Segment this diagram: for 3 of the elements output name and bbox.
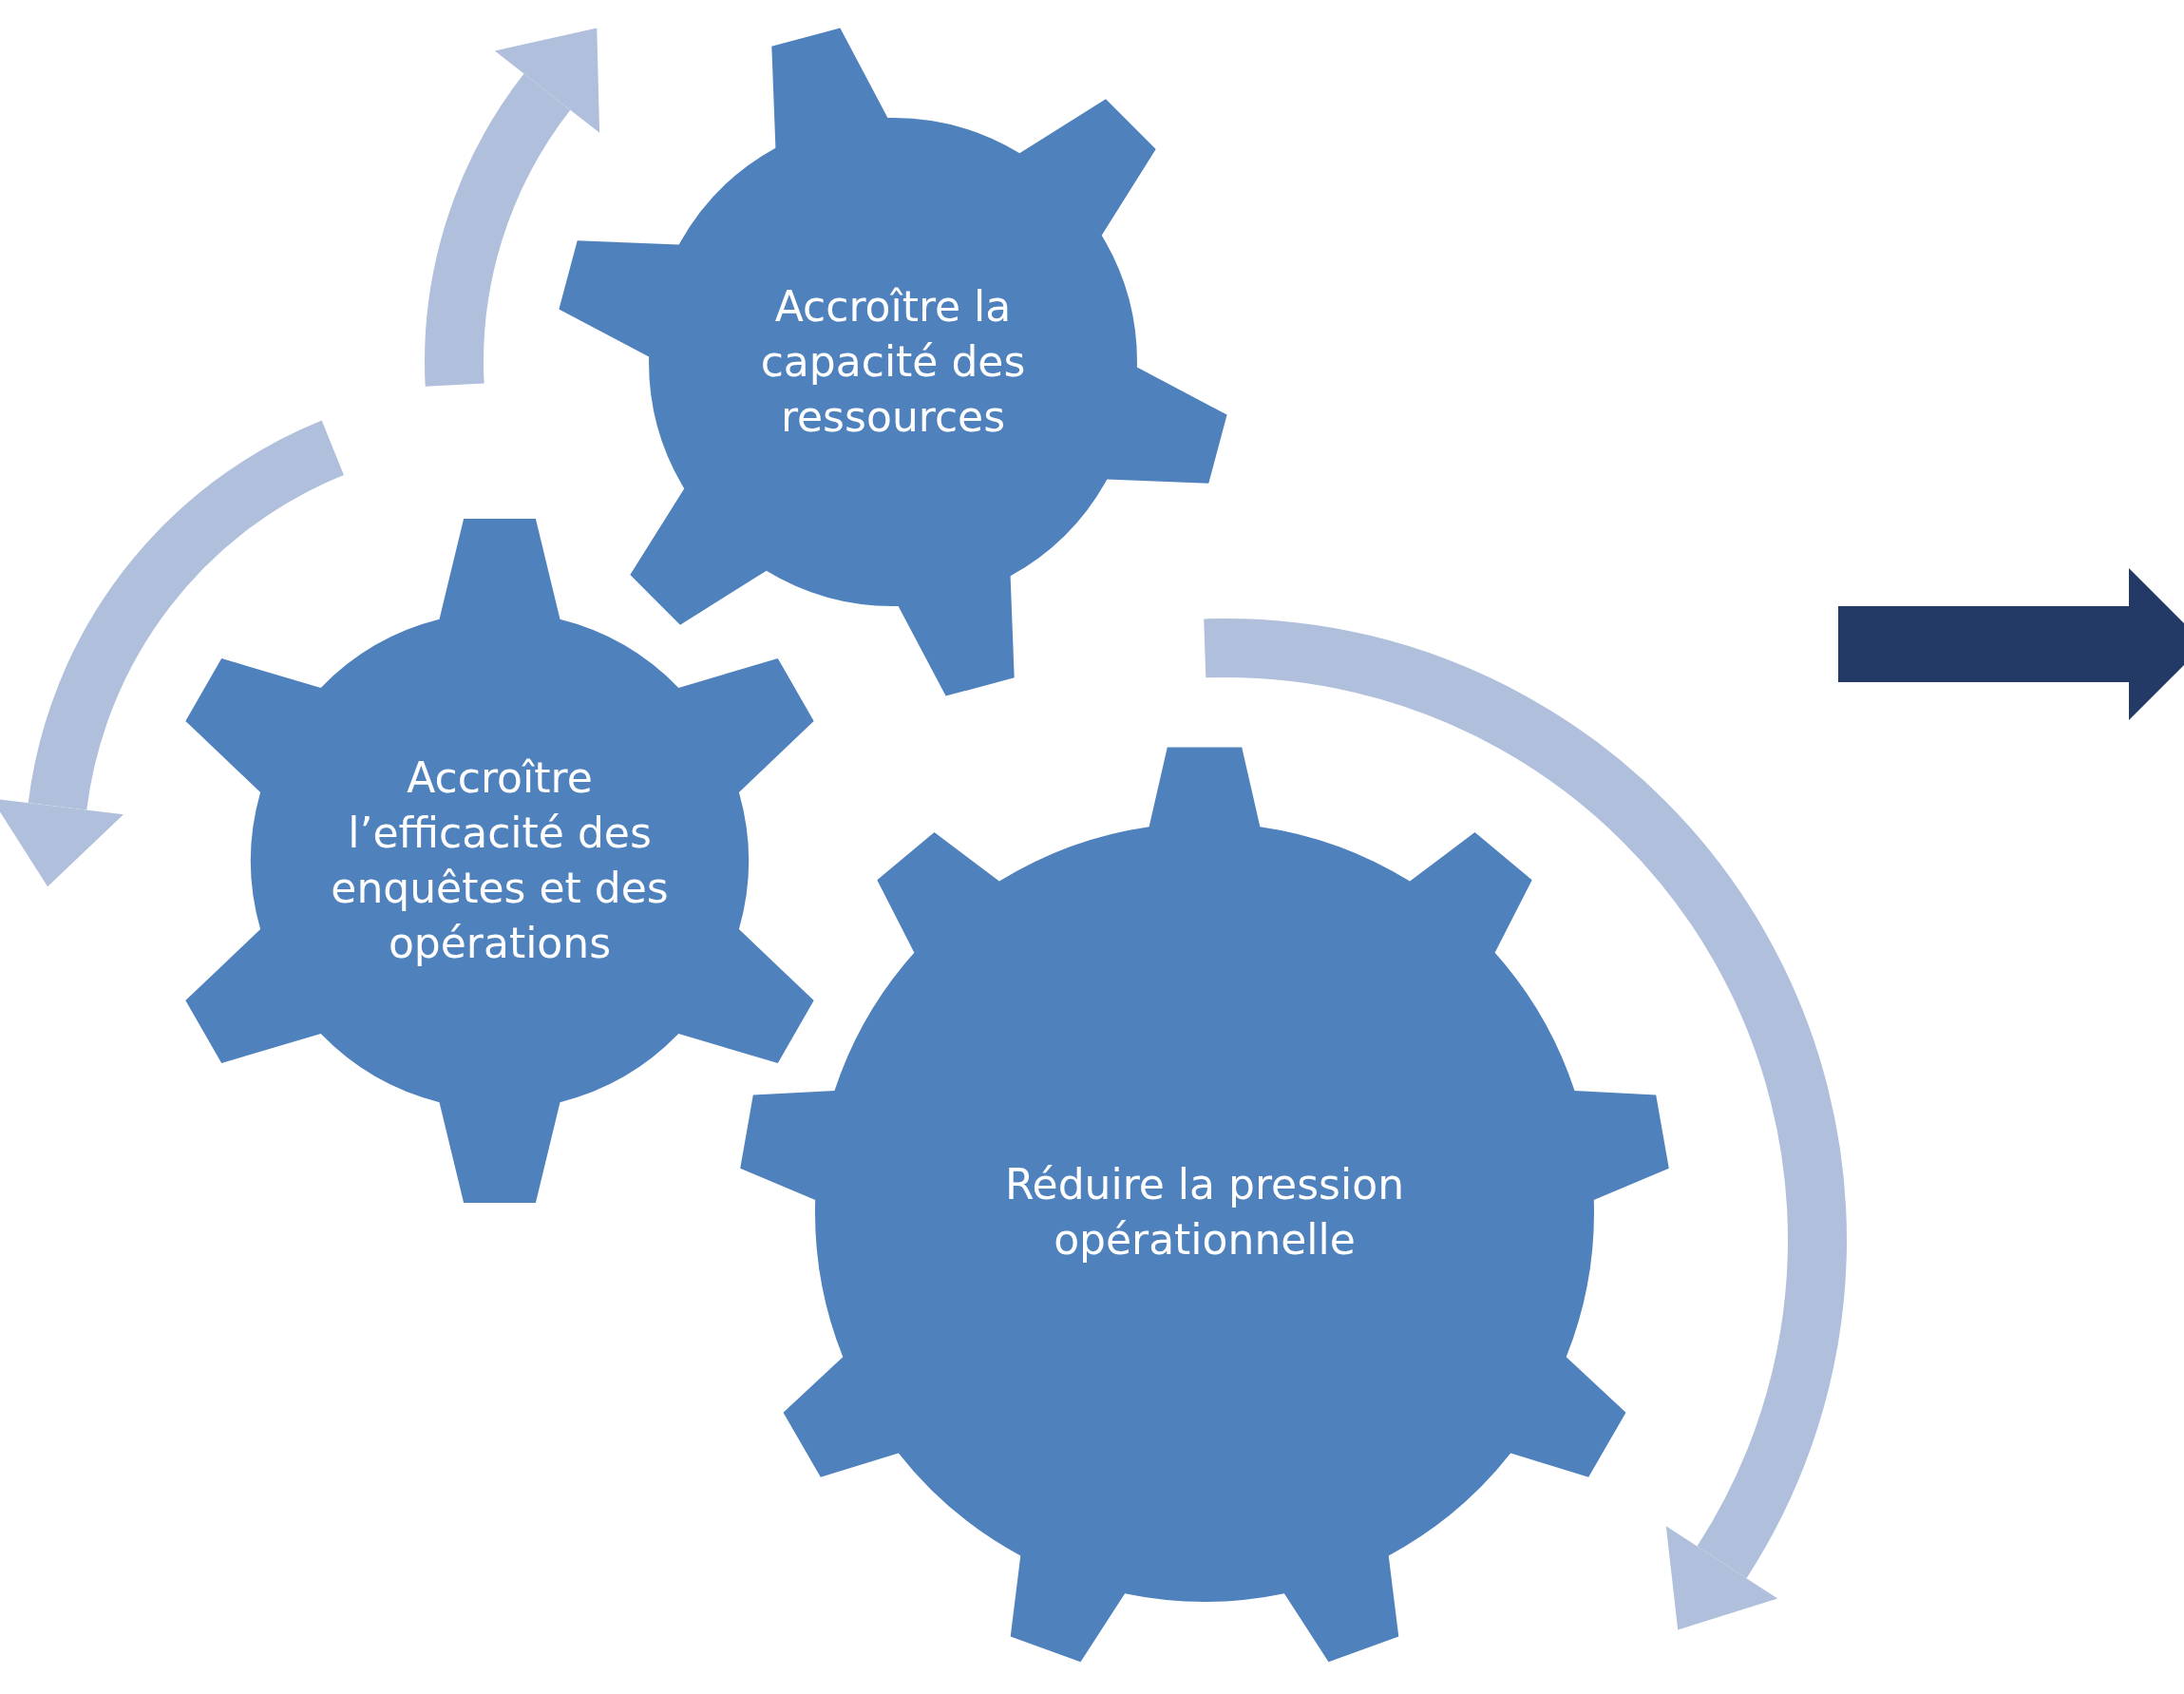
gear-label: Accroître l’efficacité des enquêtes et des opérations xyxy=(330,752,670,969)
gear-label: Accroître la capacité des ressources xyxy=(759,281,1027,443)
gear-label: Réduire la pression opérationnelle xyxy=(1003,1159,1406,1266)
